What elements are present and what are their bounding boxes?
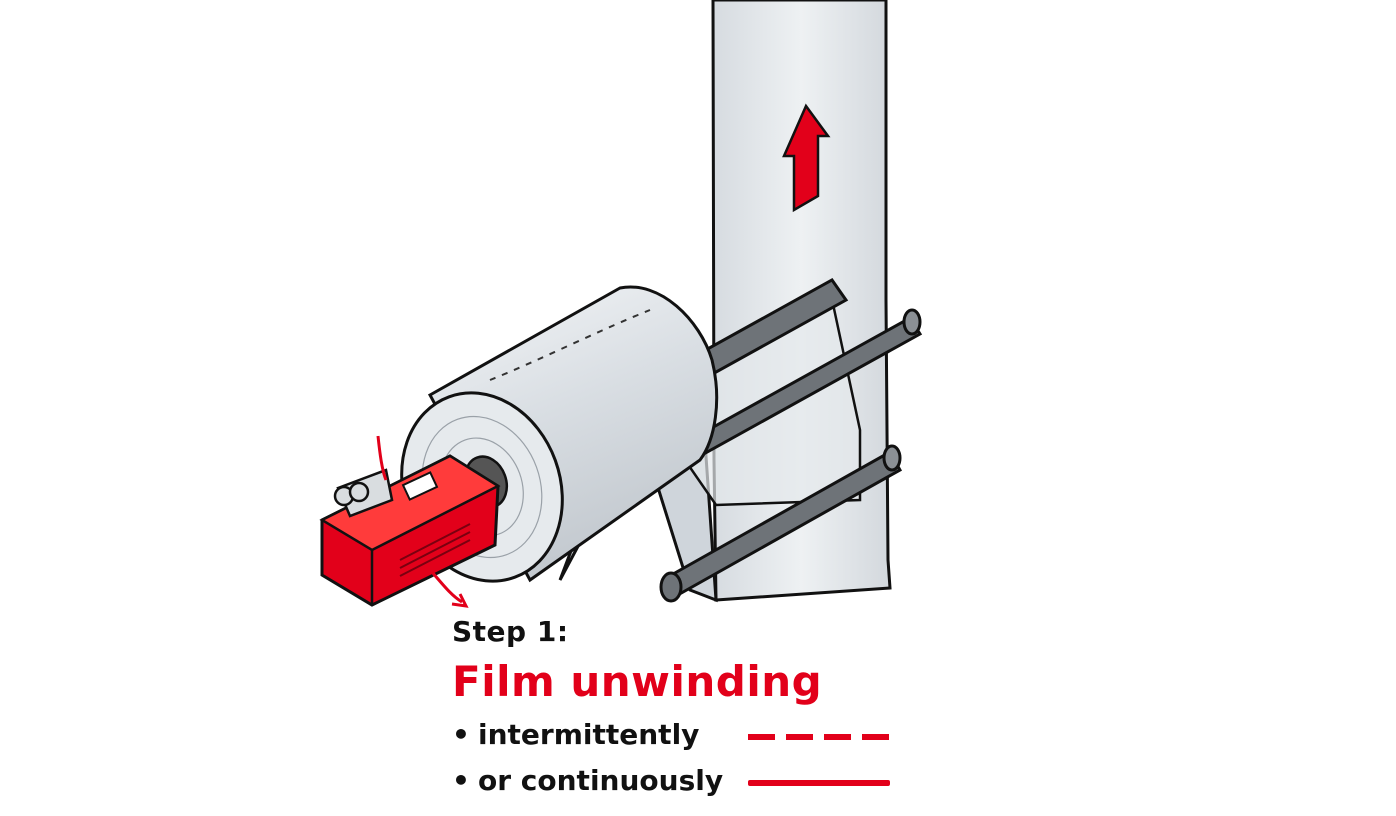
rotation-arrow — [430, 571, 463, 604]
solid-line-legend — [748, 780, 890, 786]
bullet-dot: • — [452, 718, 470, 751]
bullet-item-continuously: •or continuously — [452, 758, 912, 804]
bullet-dot: • — [452, 764, 470, 797]
bullet-item-intermittently: •intermittently — [452, 712, 912, 758]
step-title: Film unwinding — [452, 657, 823, 706]
step-label: Step 1: — [452, 615, 569, 648]
motor-cable — [376, 435, 388, 481]
up-arrow-icon — [782, 103, 831, 213]
bullet-text: intermittently — [478, 718, 700, 751]
dashed-line-legend — [748, 734, 890, 740]
servo-motor-icon — [319, 454, 501, 607]
caption-block: Step 1: Film unwinding •intermittently •… — [452, 612, 912, 804]
bullet-text: or continuously — [478, 764, 724, 797]
